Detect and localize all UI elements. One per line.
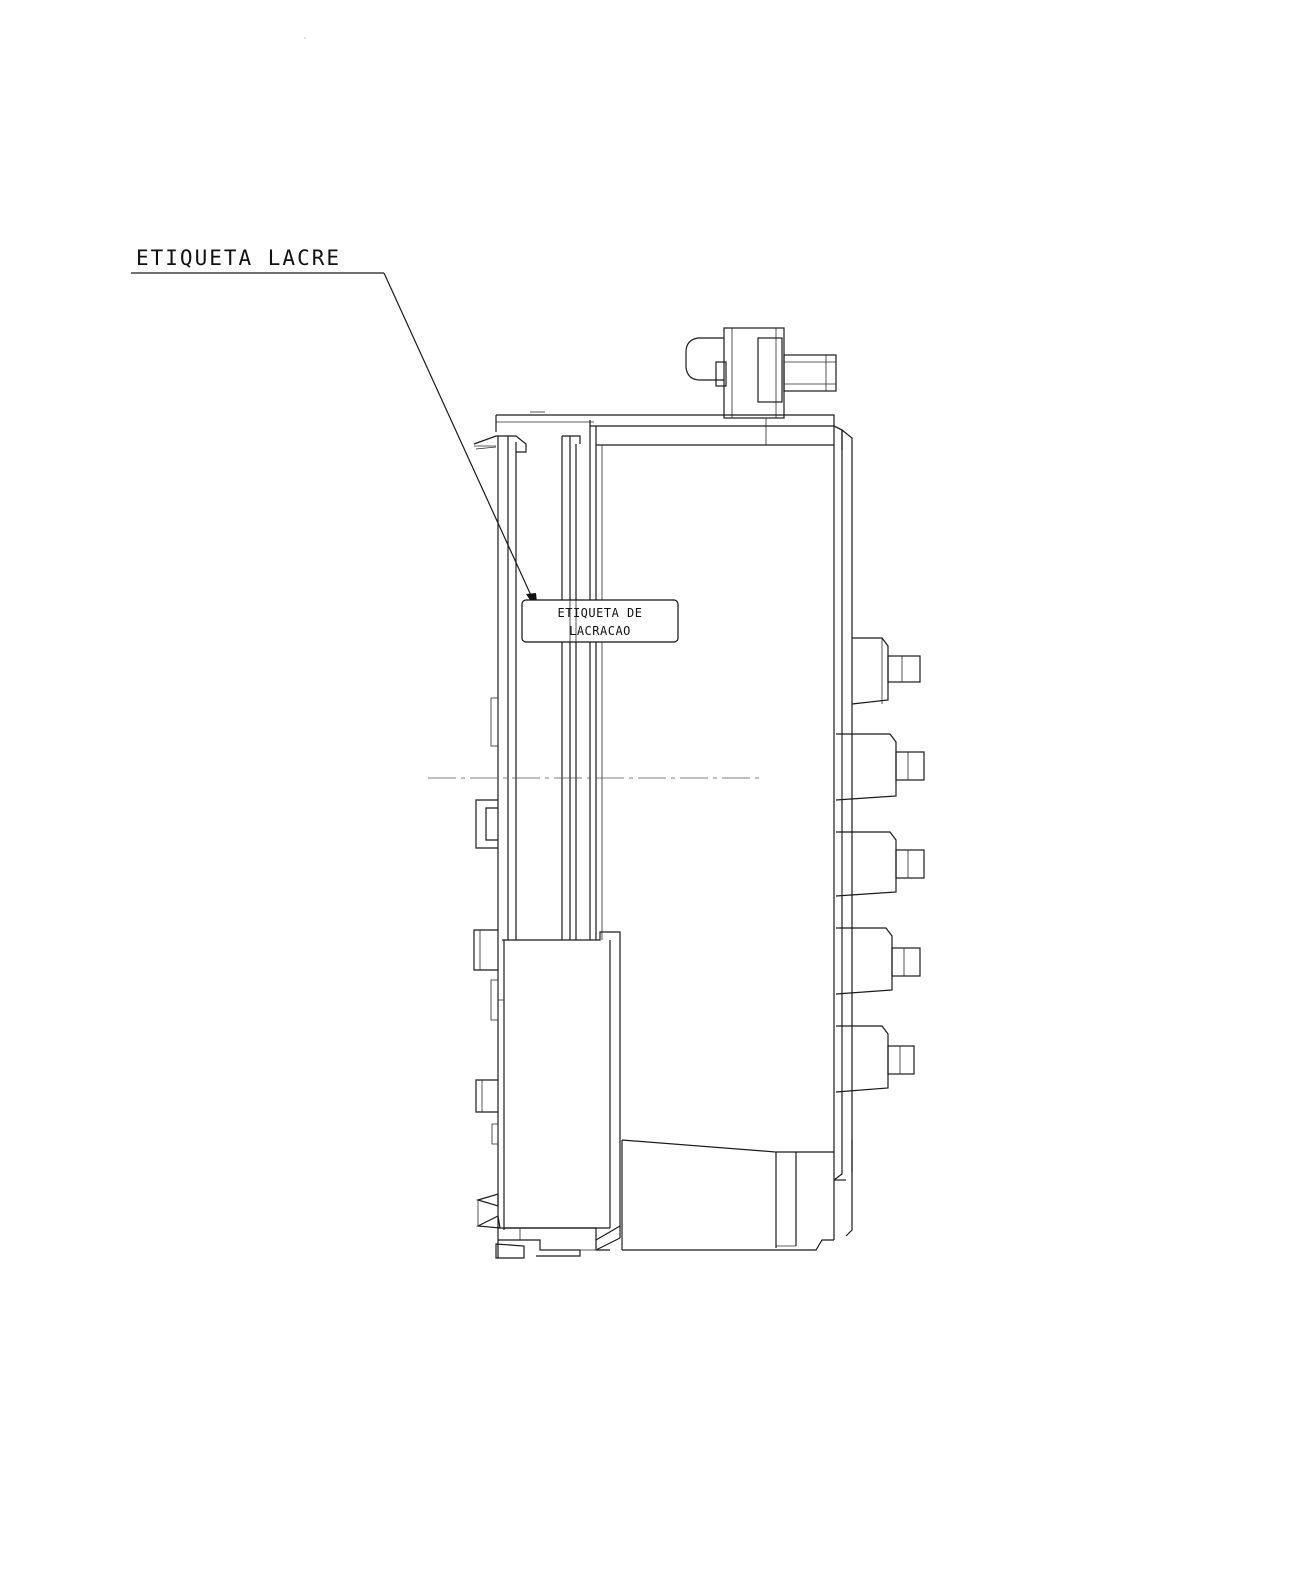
top-plate <box>495 411 843 450</box>
top-connector <box>685 327 837 419</box>
callout-text: ETIQUETA LACRE <box>136 246 341 270</box>
seal-label-line1: ETIQUETA DE <box>558 606 643 620</box>
bottom-section <box>495 1139 846 1259</box>
lower-box <box>498 931 621 1238</box>
connector-2 <box>835 733 925 801</box>
callout-leader <box>383 272 535 603</box>
seal-label-box <box>521 599 679 643</box>
right-connectors <box>835 637 925 1093</box>
scan-speck <box>304 37 306 39</box>
seal-label-line2: LACRACAO <box>569 624 631 638</box>
inner-rails <box>561 420 603 940</box>
connector-5 <box>835 1025 915 1093</box>
left-edge <box>473 435 527 1258</box>
callout: ETIQUETA LACRE <box>131 246 538 612</box>
connector-3 <box>835 831 925 897</box>
right-body <box>833 425 853 1240</box>
seal-label: ETIQUETA DE LACRACAO <box>521 599 679 643</box>
connector-1 <box>851 637 921 705</box>
connector-4 <box>835 927 921 995</box>
